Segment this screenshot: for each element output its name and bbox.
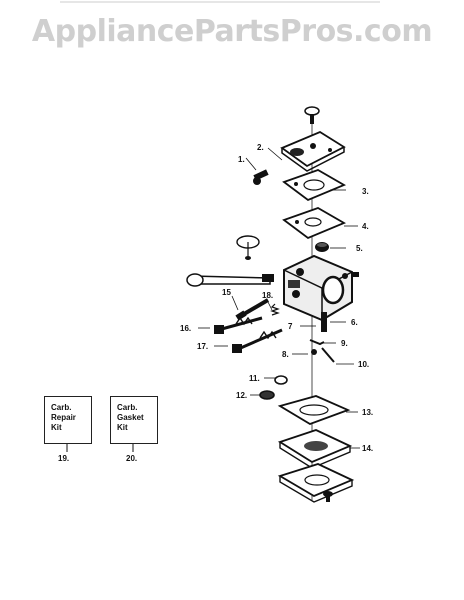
- spring-part-18: [270, 303, 280, 316]
- gasket-part-13: [277, 395, 351, 425]
- watermark-text: AppliancePartsPros.com: [31, 14, 433, 49]
- carb-repair-kit-label: Carb. Repair Kit: [51, 403, 76, 432]
- throttle-disc: [236, 235, 260, 260]
- screw-part-1: [253, 169, 269, 185]
- bottom-screw: [323, 491, 333, 502]
- cap-part-12: [259, 390, 275, 400]
- cap-part-11: [274, 375, 288, 385]
- pump-cover: [280, 130, 346, 172]
- gasket-part-3: [282, 169, 347, 202]
- callout-4: 4.: [362, 222, 369, 231]
- callout-3: 3.: [362, 187, 369, 196]
- needle-part-17: [232, 328, 283, 353]
- callout-8: 8.: [282, 350, 289, 359]
- top-screw: [304, 106, 320, 124]
- callout-15: 15: [222, 288, 231, 297]
- bottom-cover: [277, 463, 355, 503]
- carb-gasket-kit-label: Carb. Gasket Kit: [117, 403, 144, 432]
- callout-17: 17.: [197, 342, 208, 351]
- diaphragm-part-14: [277, 429, 353, 469]
- callout-7: 7: [288, 322, 293, 331]
- callout-1: 1.: [238, 155, 245, 164]
- needle-part-15: [235, 298, 270, 321]
- callout-14: 14.: [362, 444, 373, 453]
- leader-lines: [198, 147, 360, 449]
- diaphragm-part-4: [282, 207, 347, 240]
- throttle-lever: [186, 273, 274, 287]
- callout-12: 12.: [236, 391, 247, 400]
- callout-5: 5.: [356, 244, 363, 253]
- callout-2: 2.: [257, 143, 264, 152]
- kit-number-19: 19.: [58, 454, 70, 463]
- carburetor-body: [283, 254, 359, 322]
- callout-16: 16.: [180, 324, 191, 333]
- callout-10: 10.: [358, 360, 369, 369]
- needle-part-16: [214, 316, 263, 334]
- carb-repair-kit-box: Carb. Repair Kit: [44, 396, 92, 444]
- callout-9: 9.: [341, 339, 348, 348]
- callout-18: 18.: [262, 291, 273, 300]
- screen-part-5: [315, 242, 329, 252]
- callout-11: 11.: [249, 374, 260, 383]
- callout-13: 13.: [362, 408, 373, 417]
- callout-6: 6.: [351, 318, 358, 327]
- kit-number-20: 20.: [126, 454, 138, 463]
- carb-gasket-kit-box: Carb. Gasket Kit: [110, 396, 158, 444]
- inlet-needle-part-6: [321, 312, 327, 332]
